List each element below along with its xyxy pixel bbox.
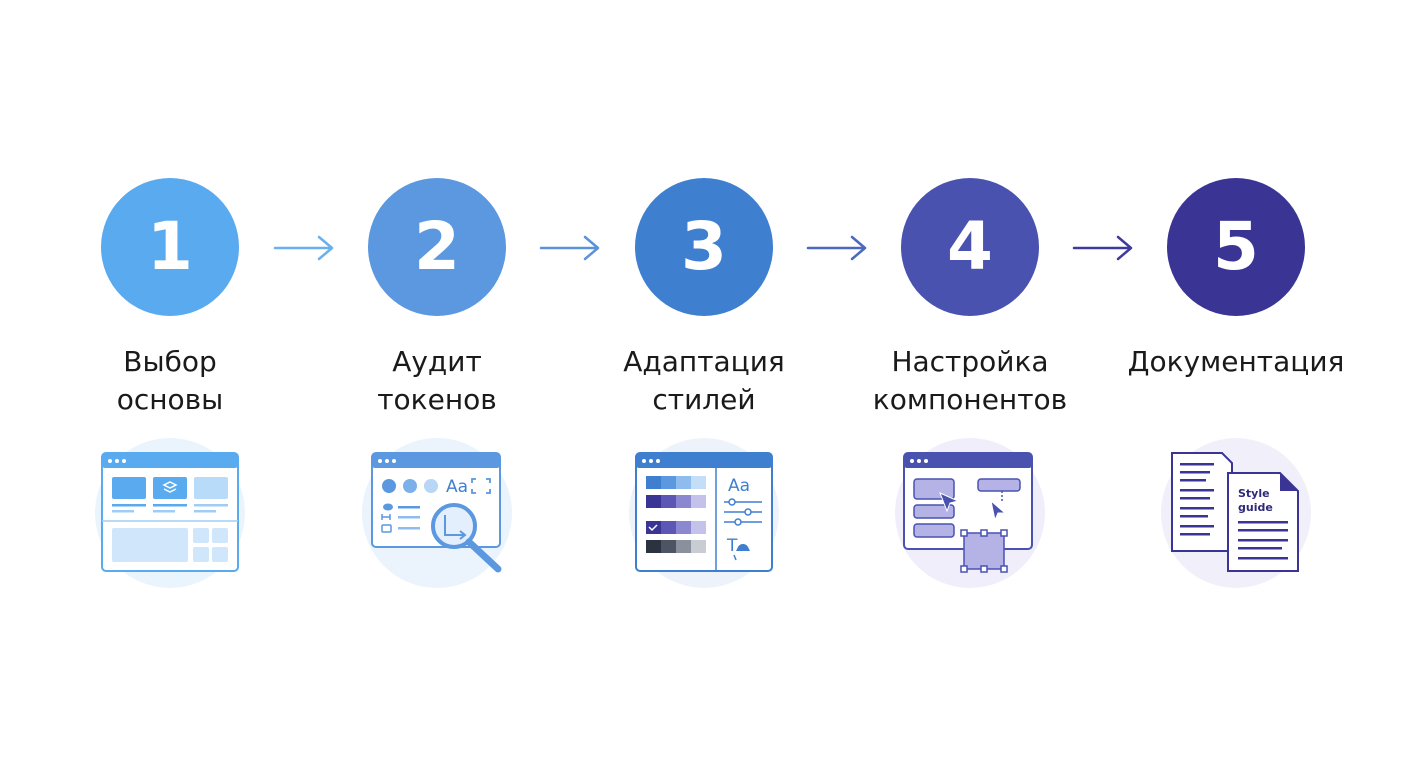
step-5-label-line-1: Документация: [1127, 345, 1345, 378]
step-2-circle: 2: [368, 178, 506, 316]
arrow-right-icon: [806, 235, 867, 261]
step-1-circle: 1: [101, 178, 239, 316]
step-2-label: Аудит токенов: [307, 343, 567, 419]
step-3-circle: 3: [635, 178, 773, 316]
step-3-label-line-1: Адаптация: [623, 345, 785, 378]
arrow-right-icon: [539, 235, 600, 261]
style-typography-sample: Aa: [728, 476, 750, 496]
step-5-circle: 5: [1167, 178, 1305, 316]
step-2-label-line-2: токенов: [377, 383, 497, 416]
step-2-label-line-1: Аудит: [392, 345, 482, 378]
step-4-label: Настройка компонентов: [840, 343, 1100, 419]
step-1-label-line-1: Выбор: [123, 345, 217, 378]
arrow-right-icon: [1072, 235, 1133, 261]
token-typography-sample: Aa: [446, 477, 468, 497]
text-tool-glyph: T: [726, 536, 738, 556]
step-3-label: Адаптация стилей: [574, 343, 834, 419]
style-guide-title-line-1: Style: [1238, 487, 1270, 500]
step-4-label-line-1: Настройка: [891, 345, 1049, 378]
style-guide-document-icon: Style guide: [1168, 449, 1308, 575]
step-4-circle: 4: [901, 178, 1039, 316]
step-1-label-line-2: основы: [116, 383, 224, 416]
token-audit-magnifier-icon: Aa: [370, 451, 510, 575]
arrow-right-icon: [273, 235, 334, 261]
layout-grid-icon: [100, 451, 240, 575]
style-palette-icon: Aa T: [634, 451, 774, 575]
step-5-label: Документация: [1106, 343, 1366, 381]
style-guide-title-line-2: guide: [1238, 501, 1273, 514]
component-editor-icon: [902, 451, 1042, 575]
step-1-label: Выбор основы: [40, 343, 300, 419]
step-4-label-line-2: компонентов: [872, 383, 1068, 416]
step-3-label-line-2: стилей: [652, 383, 756, 416]
